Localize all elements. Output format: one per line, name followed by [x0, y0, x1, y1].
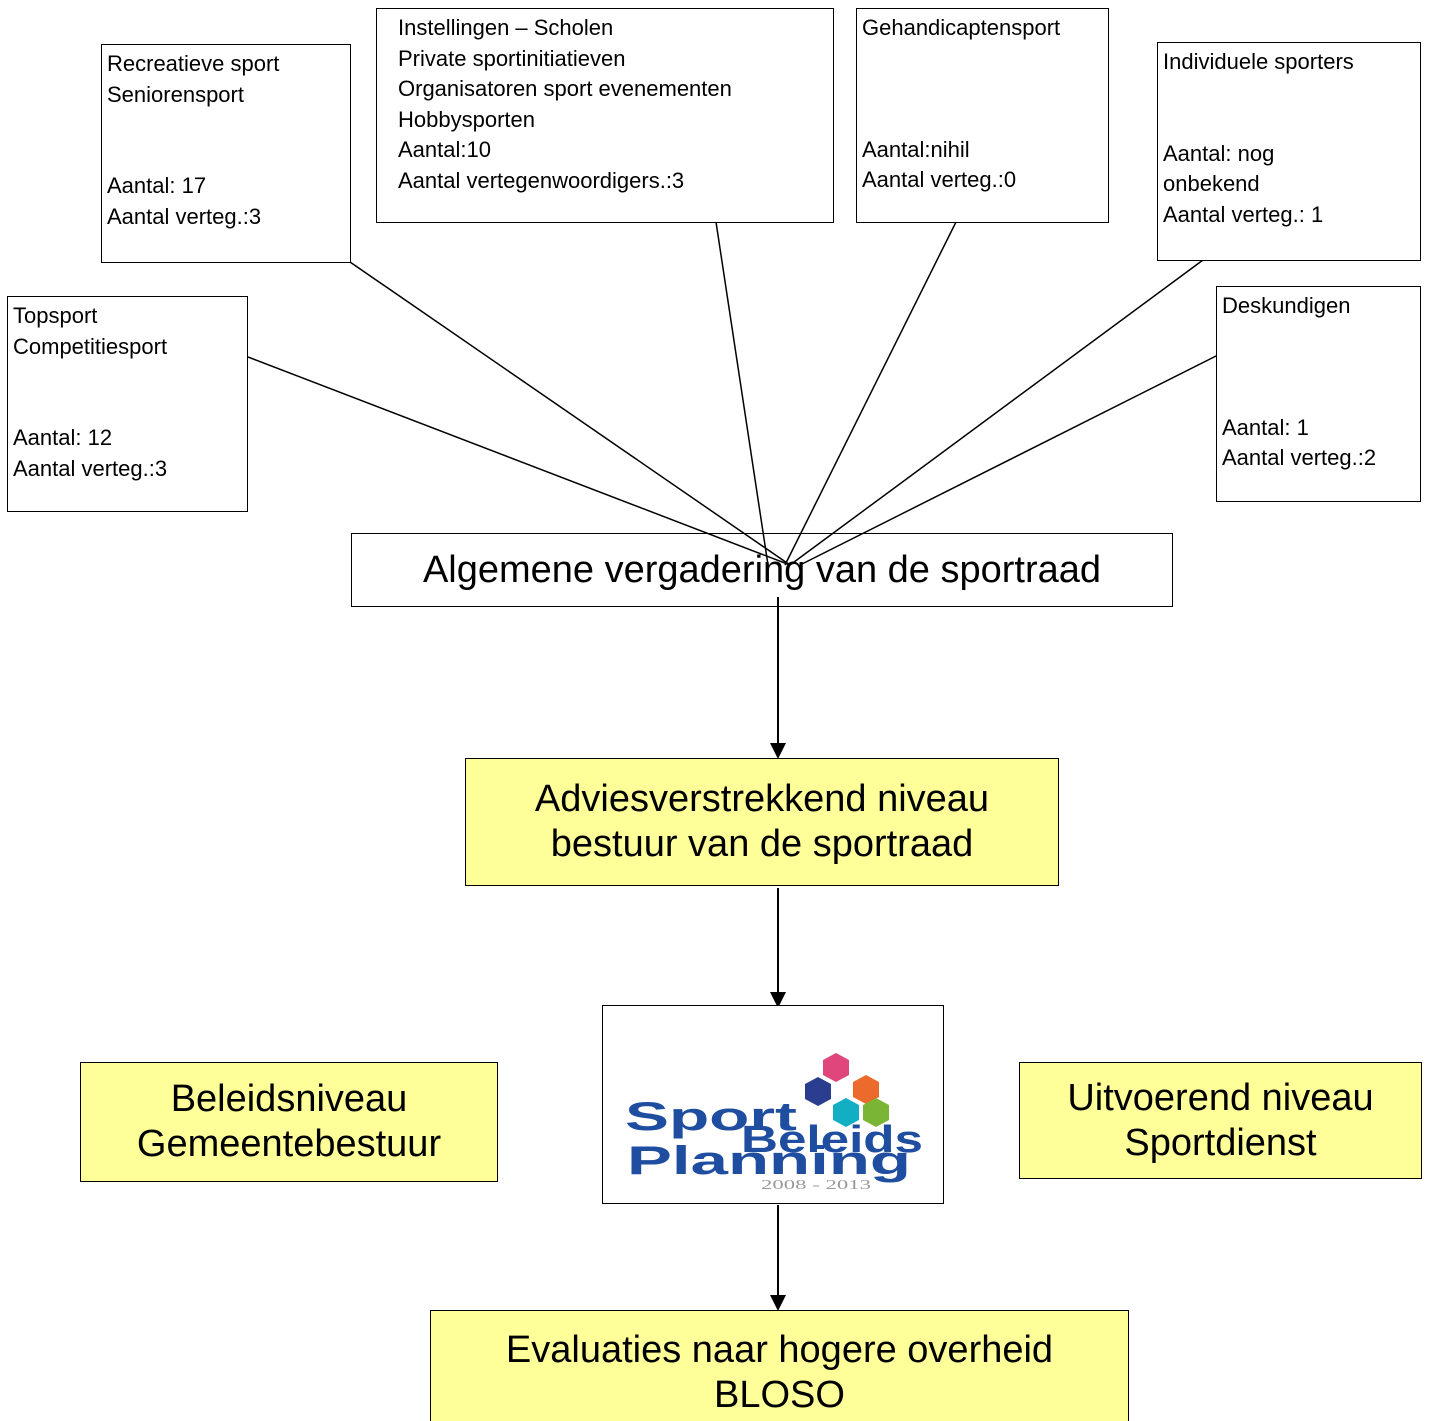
advies-line2: bestuur van de sportraad [550, 823, 974, 865]
instellingen-aantal: Aantal:10 [398, 137, 491, 162]
hex-pink [823, 1053, 849, 1082]
recreatief-verteg: Aantal verteg.:3 [107, 203, 262, 229]
recreatief-line1: Recreatieve sport [107, 51, 280, 76]
topsport-aantal: Aantal: 12 [13, 425, 113, 450]
hex-navy [805, 1077, 831, 1106]
deskundigen-line1: Deskundigen [1222, 293, 1351, 318]
evaluaties-line2: BLOSO [714, 1373, 845, 1416]
box-topsport: Topsport Competitiesport Aantal: 12 Aant… [7, 296, 248, 512]
algemene-label: Algemene vergadering van de sportraad [422, 548, 1102, 591]
individueel-line1: Individuele sporters [1163, 49, 1354, 74]
instellingen-line2: Private sportinitiatieven [398, 45, 626, 71]
hexagon-cluster [805, 1053, 889, 1127]
box-deskundigen: Deskundigen Aantal: 1 Aantal verteg.:2 [1216, 286, 1421, 502]
sportbeleidsplanning-logo-image: Sport Beleids Planning 2008 - 2013 [625, 1053, 923, 1193]
individueel-aantal-2: onbekend [1163, 171, 1260, 196]
topsport-line2: Competitiesport [13, 333, 168, 359]
logo-sportbeleidsplanning: Sport Beleids Planning 2008 - 2013 [602, 1005, 944, 1204]
hex-green [863, 1098, 889, 1127]
box-instellingen: Instellingen – Scholen Private sportinit… [376, 8, 834, 223]
arrowhead-evaluaties [770, 1295, 786, 1311]
beleid-line1: Beleidsniveau [170, 1078, 408, 1120]
box-adviesverstrekkend-niveau: Adviesverstrekkend niveau bestuur van de… [465, 758, 1059, 886]
instellingen-line4: Hobbysporten [398, 106, 535, 132]
instellingen-line3: Organisatoren sport evenementen [398, 76, 732, 101]
instellingen-line1: Instellingen – Scholen [398, 15, 614, 40]
arrowhead-advies [770, 743, 786, 759]
arrowhead-logo [770, 992, 786, 1008]
connector-gehandicapten [784, 221, 957, 566]
box-gehandicaptensport: Gehandicaptensport Aantal:nihil Aantal v… [856, 8, 1109, 223]
deskundigen-aantal: Aantal: 1 [1222, 414, 1309, 440]
advies-line1: Adviesverstrekkend niveau [534, 778, 990, 820]
beleid-line2: Gemeentebestuur [136, 1123, 442, 1165]
box-algemene-vergadering: Algemene vergadering van de sportraad [351, 533, 1173, 607]
topsport-line1: Topsport [13, 303, 98, 328]
topsport-verteg: Aantal verteg.:3 [13, 455, 168, 481]
connector-recreatief [349, 261, 791, 566]
hex-cyan [833, 1098, 859, 1127]
uitvoerend-line1: Uitvoerend niveau [1067, 1076, 1374, 1119]
connector-instellingen [715, 221, 769, 566]
logo-word-beleids: Beleids [741, 1119, 923, 1161]
individueel-aantal-1: Aantal: nog [1163, 140, 1275, 166]
deskundigen-verteg: Aantal verteg.:2 [1222, 445, 1377, 470]
connector-deskundigen [799, 349, 1229, 566]
box-individuele-sporters: Individuele sporters Aantal: nog onbeken… [1157, 42, 1421, 261]
instellingen-verteg: Aantal vertegenwoordigers.:3 [398, 167, 685, 193]
recreatief-line2: Seniorensport [107, 81, 244, 107]
box-uitvoerend-niveau: Uitvoerend niveau Sportdienst [1019, 1062, 1422, 1179]
evaluaties-line1: Evaluaties naar hogere overheid [505, 1328, 1054, 1371]
connector-individueel [789, 259, 1204, 566]
uitvoerend-line2: Sportdienst [1124, 1121, 1317, 1164]
individueel-verteg: Aantal verteg.: 1 [1163, 201, 1324, 227]
logo-word-planning: Planning [627, 1139, 911, 1183]
recreatief-aantal: Aantal: 17 [107, 173, 207, 198]
connector-topsport [247, 356, 791, 566]
box-beleidsniveau: Beleidsniveau Gemeentebestuur [80, 1062, 498, 1182]
logo-word-sport: Sport [625, 1095, 797, 1139]
gehandicapten-aantal: Aantal:nihil [862, 136, 970, 162]
box-recreatieve-sport: Recreatieve sport Seniorensport Aantal: … [101, 44, 351, 263]
logo-years: 2008 - 2013 [761, 1178, 871, 1193]
box-evaluaties: Evaluaties naar hogere overheid BLOSO [430, 1310, 1129, 1421]
gehandicapten-verteg: Aantal verteg.:0 [862, 167, 1017, 192]
gehandicapten-line1: Gehandicaptensport [862, 15, 1061, 40]
hex-orange [853, 1075, 879, 1104]
